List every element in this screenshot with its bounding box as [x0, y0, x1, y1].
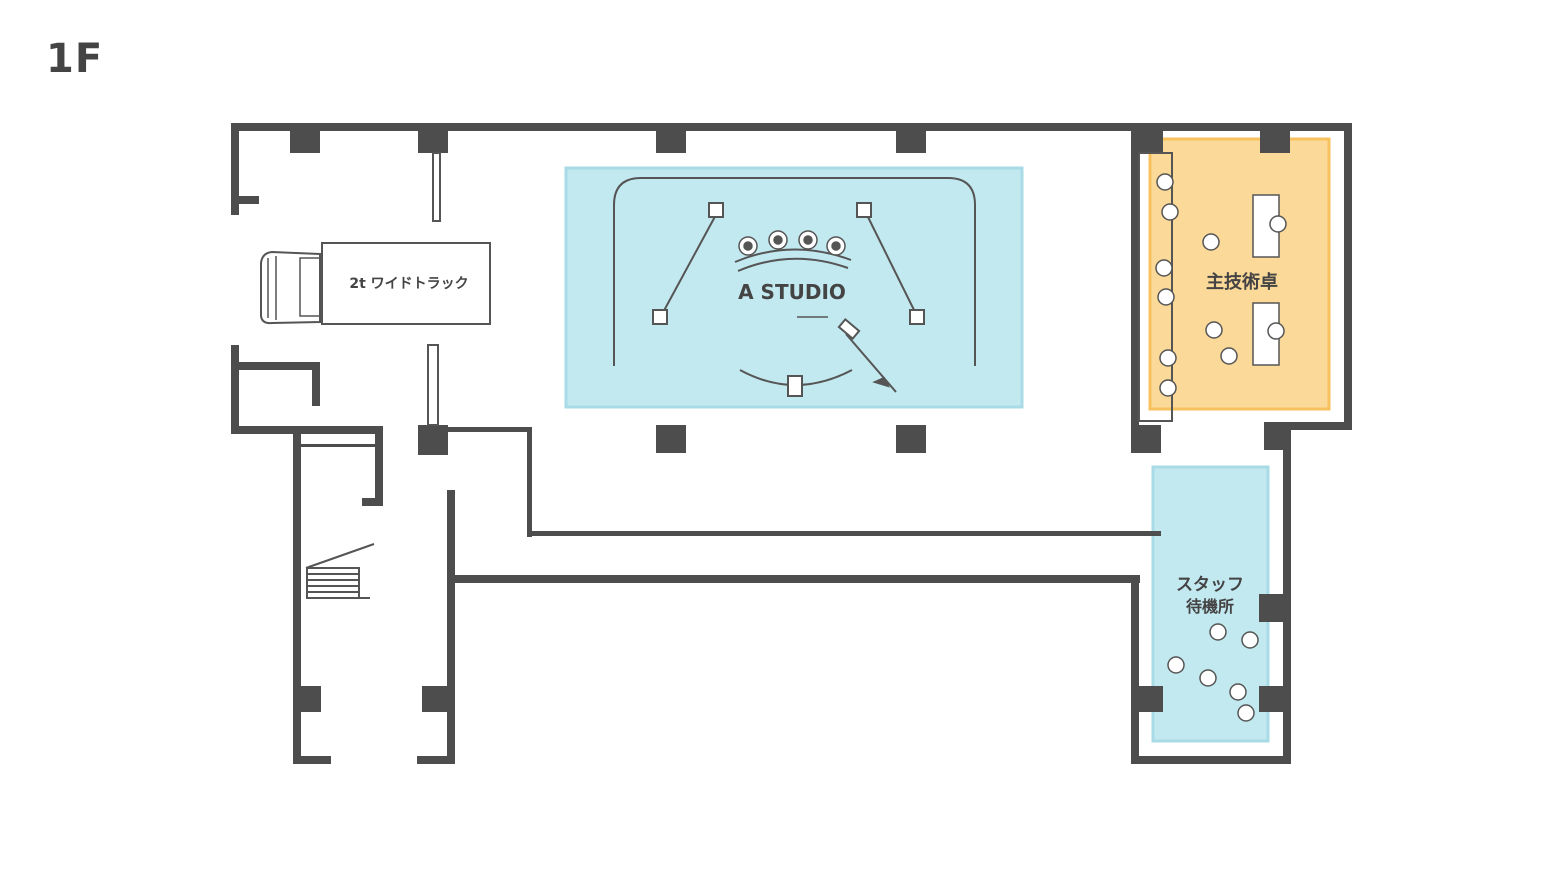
a-studio-area[interactable] — [564, 166, 1024, 409]
floor-label: 1F — [46, 36, 104, 82]
studio-cameras-people — [738, 230, 846, 256]
walls — [231, 123, 1352, 764]
studio-set — [613, 177, 976, 397]
partitions — [427, 152, 1173, 426]
staircase — [305, 543, 375, 599]
main-tech-desk-area[interactable] — [1148, 137, 1331, 411]
staff-room-label-line2: 待機所 — [1186, 597, 1234, 616]
main-tech-desk-label: 主技術卓 — [1206, 271, 1278, 293]
tech-desk-furniture — [1155, 173, 1287, 397]
staff-room-label-line1: スタッフ — [1176, 575, 1244, 595]
a-studio-label: A STUDIO — [738, 280, 846, 304]
truck[interactable] — [260, 242, 491, 325]
truck-label: 2t ワイドトラック — [349, 276, 468, 292]
staff-room-area[interactable] — [1151, 465, 1270, 743]
staff-room-furniture — [1167, 623, 1259, 722]
